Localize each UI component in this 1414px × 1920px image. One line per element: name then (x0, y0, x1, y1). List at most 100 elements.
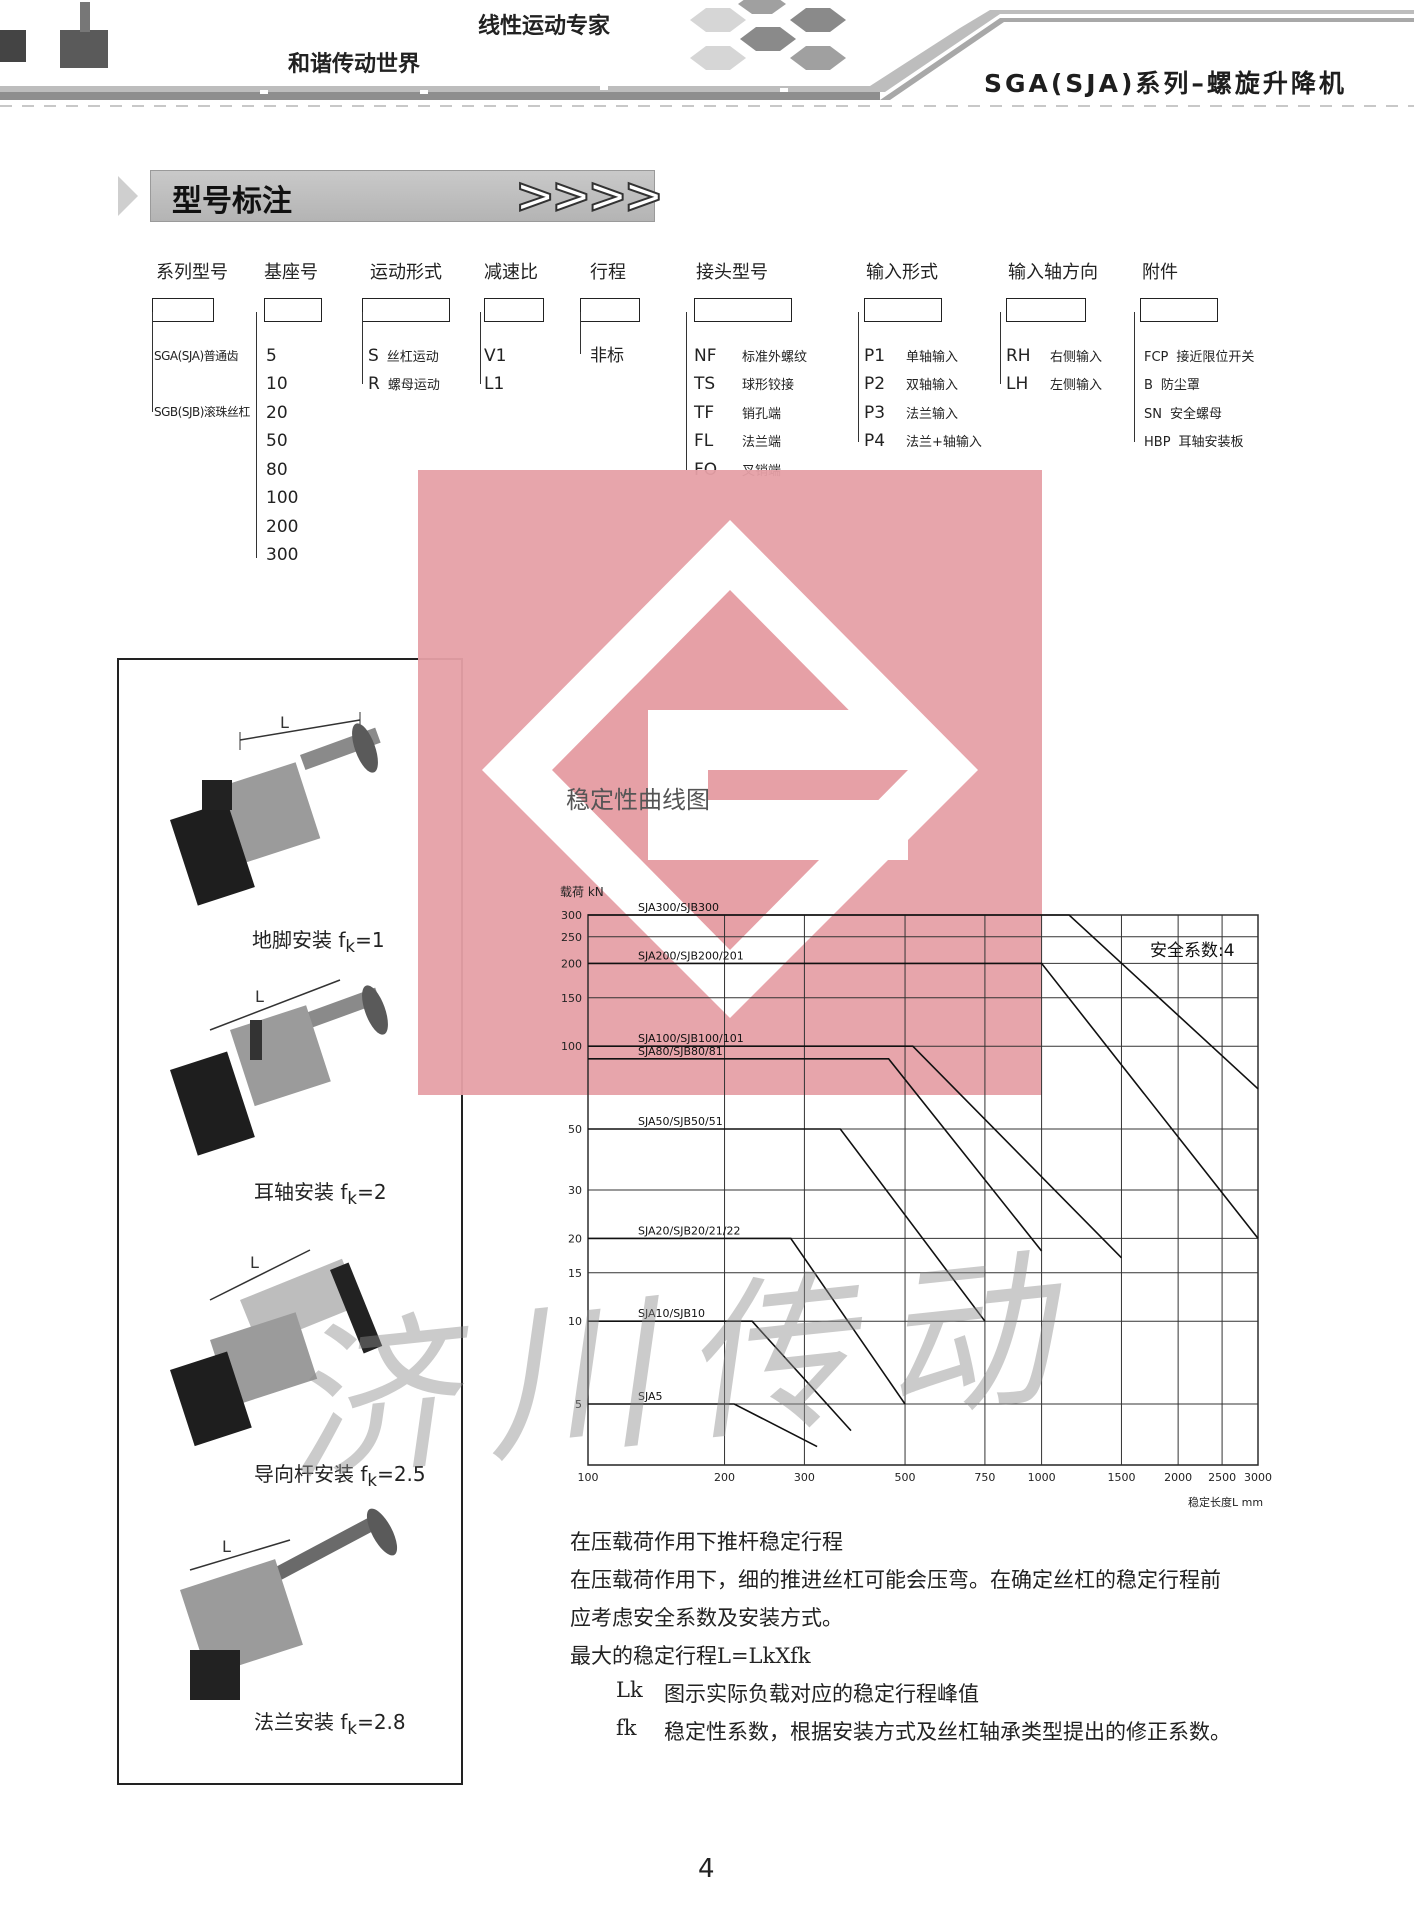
option-desc: 耳轴安装板 (1178, 435, 1244, 450)
option-base-5: 5 (266, 346, 277, 366)
y-tick-label: 15 (568, 1267, 582, 1280)
option-code: TF (694, 403, 715, 423)
y-tick-label: 300 (561, 909, 582, 922)
x-tick-label: 750 (974, 1471, 995, 1484)
connector-base (256, 312, 257, 558)
heading-input-type: 输入形式 (866, 262, 938, 283)
mount-label-guide-rod: 导向杆安装 fk=2.5 (254, 1462, 426, 1490)
foot-mount-illustration-icon: L (170, 712, 381, 906)
option-code: P2 (864, 374, 886, 394)
heading-series: 系列型号 (156, 262, 228, 283)
connector-stroke (580, 312, 581, 354)
heading-accessories: 附件 (1142, 262, 1178, 283)
heading-ratio: 减速比 (484, 262, 538, 283)
option-desc: 双轴输入 (906, 378, 959, 393)
x-tick-label: 3000 (1244, 1471, 1272, 1484)
option-desc: 法兰端 (742, 435, 782, 450)
x-tick-label: 2500 (1208, 1471, 1236, 1484)
code-box-input-type (864, 298, 942, 322)
option-desc: 接近限位开关 (1176, 350, 1255, 365)
flange-mount-illustration-icon: L (180, 1508, 398, 1700)
option-base-300: 300 (266, 545, 299, 565)
series-line (588, 1045, 1123, 1259)
x-tick-label: 300 (794, 1471, 815, 1484)
watermark-logo (418, 470, 1042, 1095)
option-desc: 螺母运动 (387, 378, 440, 393)
option-desc: 丝杠运动 (386, 350, 439, 365)
series-line (588, 1128, 986, 1322)
connector-accessories (1134, 312, 1135, 442)
code-box-series (152, 298, 214, 322)
page-header (0, 0, 1414, 108)
guide-rod-mount-illustration-icon: L (170, 1249, 383, 1447)
option-code: R (368, 374, 380, 394)
safety-factor-note: 安全系数:4 (1150, 941, 1235, 961)
heading-input-direction: 输入轴方向 (1008, 262, 1098, 283)
definition-lk-term: Lk (616, 1678, 643, 1702)
mount-label-flange: 法兰安装 fk=2.8 (254, 1710, 406, 1738)
option-base-200: 200 (266, 517, 299, 537)
option-code: P1 (864, 346, 886, 366)
mount-label-trunnion: 耳轴安装 fk=2 (254, 1180, 387, 1208)
code-box-end-fitting (694, 298, 792, 322)
x-tick-label: 1000 (1028, 1471, 1056, 1484)
explanation-formula: 最大的稳定行程L=LkXfk (570, 1644, 811, 1668)
series-label: SJA100/SJB100/101 (638, 1032, 744, 1045)
slogan-bottom: 和谐传动世界 (288, 52, 421, 77)
heading-end-fitting: 接头型号 (696, 262, 768, 283)
x-tick-label: 200 (714, 1471, 735, 1484)
connector-ratio (480, 312, 481, 384)
option-desc: 法兰输入 (906, 407, 959, 422)
option-code: P3 (864, 403, 886, 423)
code-box-input-direction (1006, 298, 1086, 322)
y-tick-label: 150 (561, 992, 582, 1005)
option-series-sgb: SGB(SJB)滚珠丝杠 (154, 405, 250, 419)
option-ratio-v1: V1 (484, 346, 507, 366)
x-tick-label: 100 (578, 1471, 599, 1484)
y-tick-label: 50 (568, 1123, 582, 1136)
connector-input-type (858, 312, 859, 442)
series-label: SJA20/SJB20/21/22 (638, 1224, 740, 1237)
explanation-line-1: 在压载荷作用下，细的推进丝杠可能会压弯。在确定丝杠的稳定行程前 (570, 1568, 1221, 1592)
connector-input-direction (1000, 312, 1001, 384)
dimension-l: L (222, 1537, 231, 1556)
jack-thumbnail-icon (0, 2, 108, 68)
series-line (588, 1237, 906, 1405)
code-box-accessories (1140, 298, 1218, 322)
heading-motion: 运动形式 (370, 262, 442, 283)
x-tick-label: 500 (895, 1471, 916, 1484)
code-box-base (264, 298, 322, 322)
option-code: FL (694, 431, 714, 451)
option-stroke-custom: 非标 (590, 346, 624, 366)
code-box-motion (362, 298, 450, 322)
header-graphic (0, 0, 1414, 107)
y-tick-label: 200 (561, 957, 582, 970)
section-pointer-icon (118, 176, 140, 220)
series-line (588, 1403, 818, 1448)
option-desc: 右侧输入 (1050, 350, 1103, 365)
section-bar (150, 170, 655, 222)
chart-title: 稳定性曲线图 (566, 786, 710, 814)
option-base-20: 20 (266, 403, 288, 423)
series-line (588, 962, 1259, 1239)
explanation-line-2: 应考虑安全系数及安装方式。 (570, 1606, 843, 1630)
x-axis-label: 稳定长度L mm (1188, 1496, 1264, 1509)
definition-fk-term: fk (616, 1716, 637, 1740)
option-desc: 标准外螺纹 (742, 350, 808, 365)
option-desc: 销孔端 (742, 407, 782, 422)
section-title: 型号标注 (172, 184, 292, 219)
mount-name: 导向杆安装 (254, 1462, 354, 1486)
option-base-50: 50 (266, 431, 288, 451)
option-code: TS (694, 374, 716, 394)
series-line (588, 914, 1259, 1090)
hexagon-decoration-icon (690, 0, 846, 70)
series-label: SJA10/SJB10 (638, 1307, 705, 1320)
section-arrows: >>>> (514, 167, 665, 225)
mount-fk: 1 (371, 928, 385, 952)
y-tick-label: 5 (575, 1398, 582, 1411)
mount-fk: 2 (373, 1180, 387, 1204)
option-end-fl: FL 法兰端 (694, 431, 781, 453)
